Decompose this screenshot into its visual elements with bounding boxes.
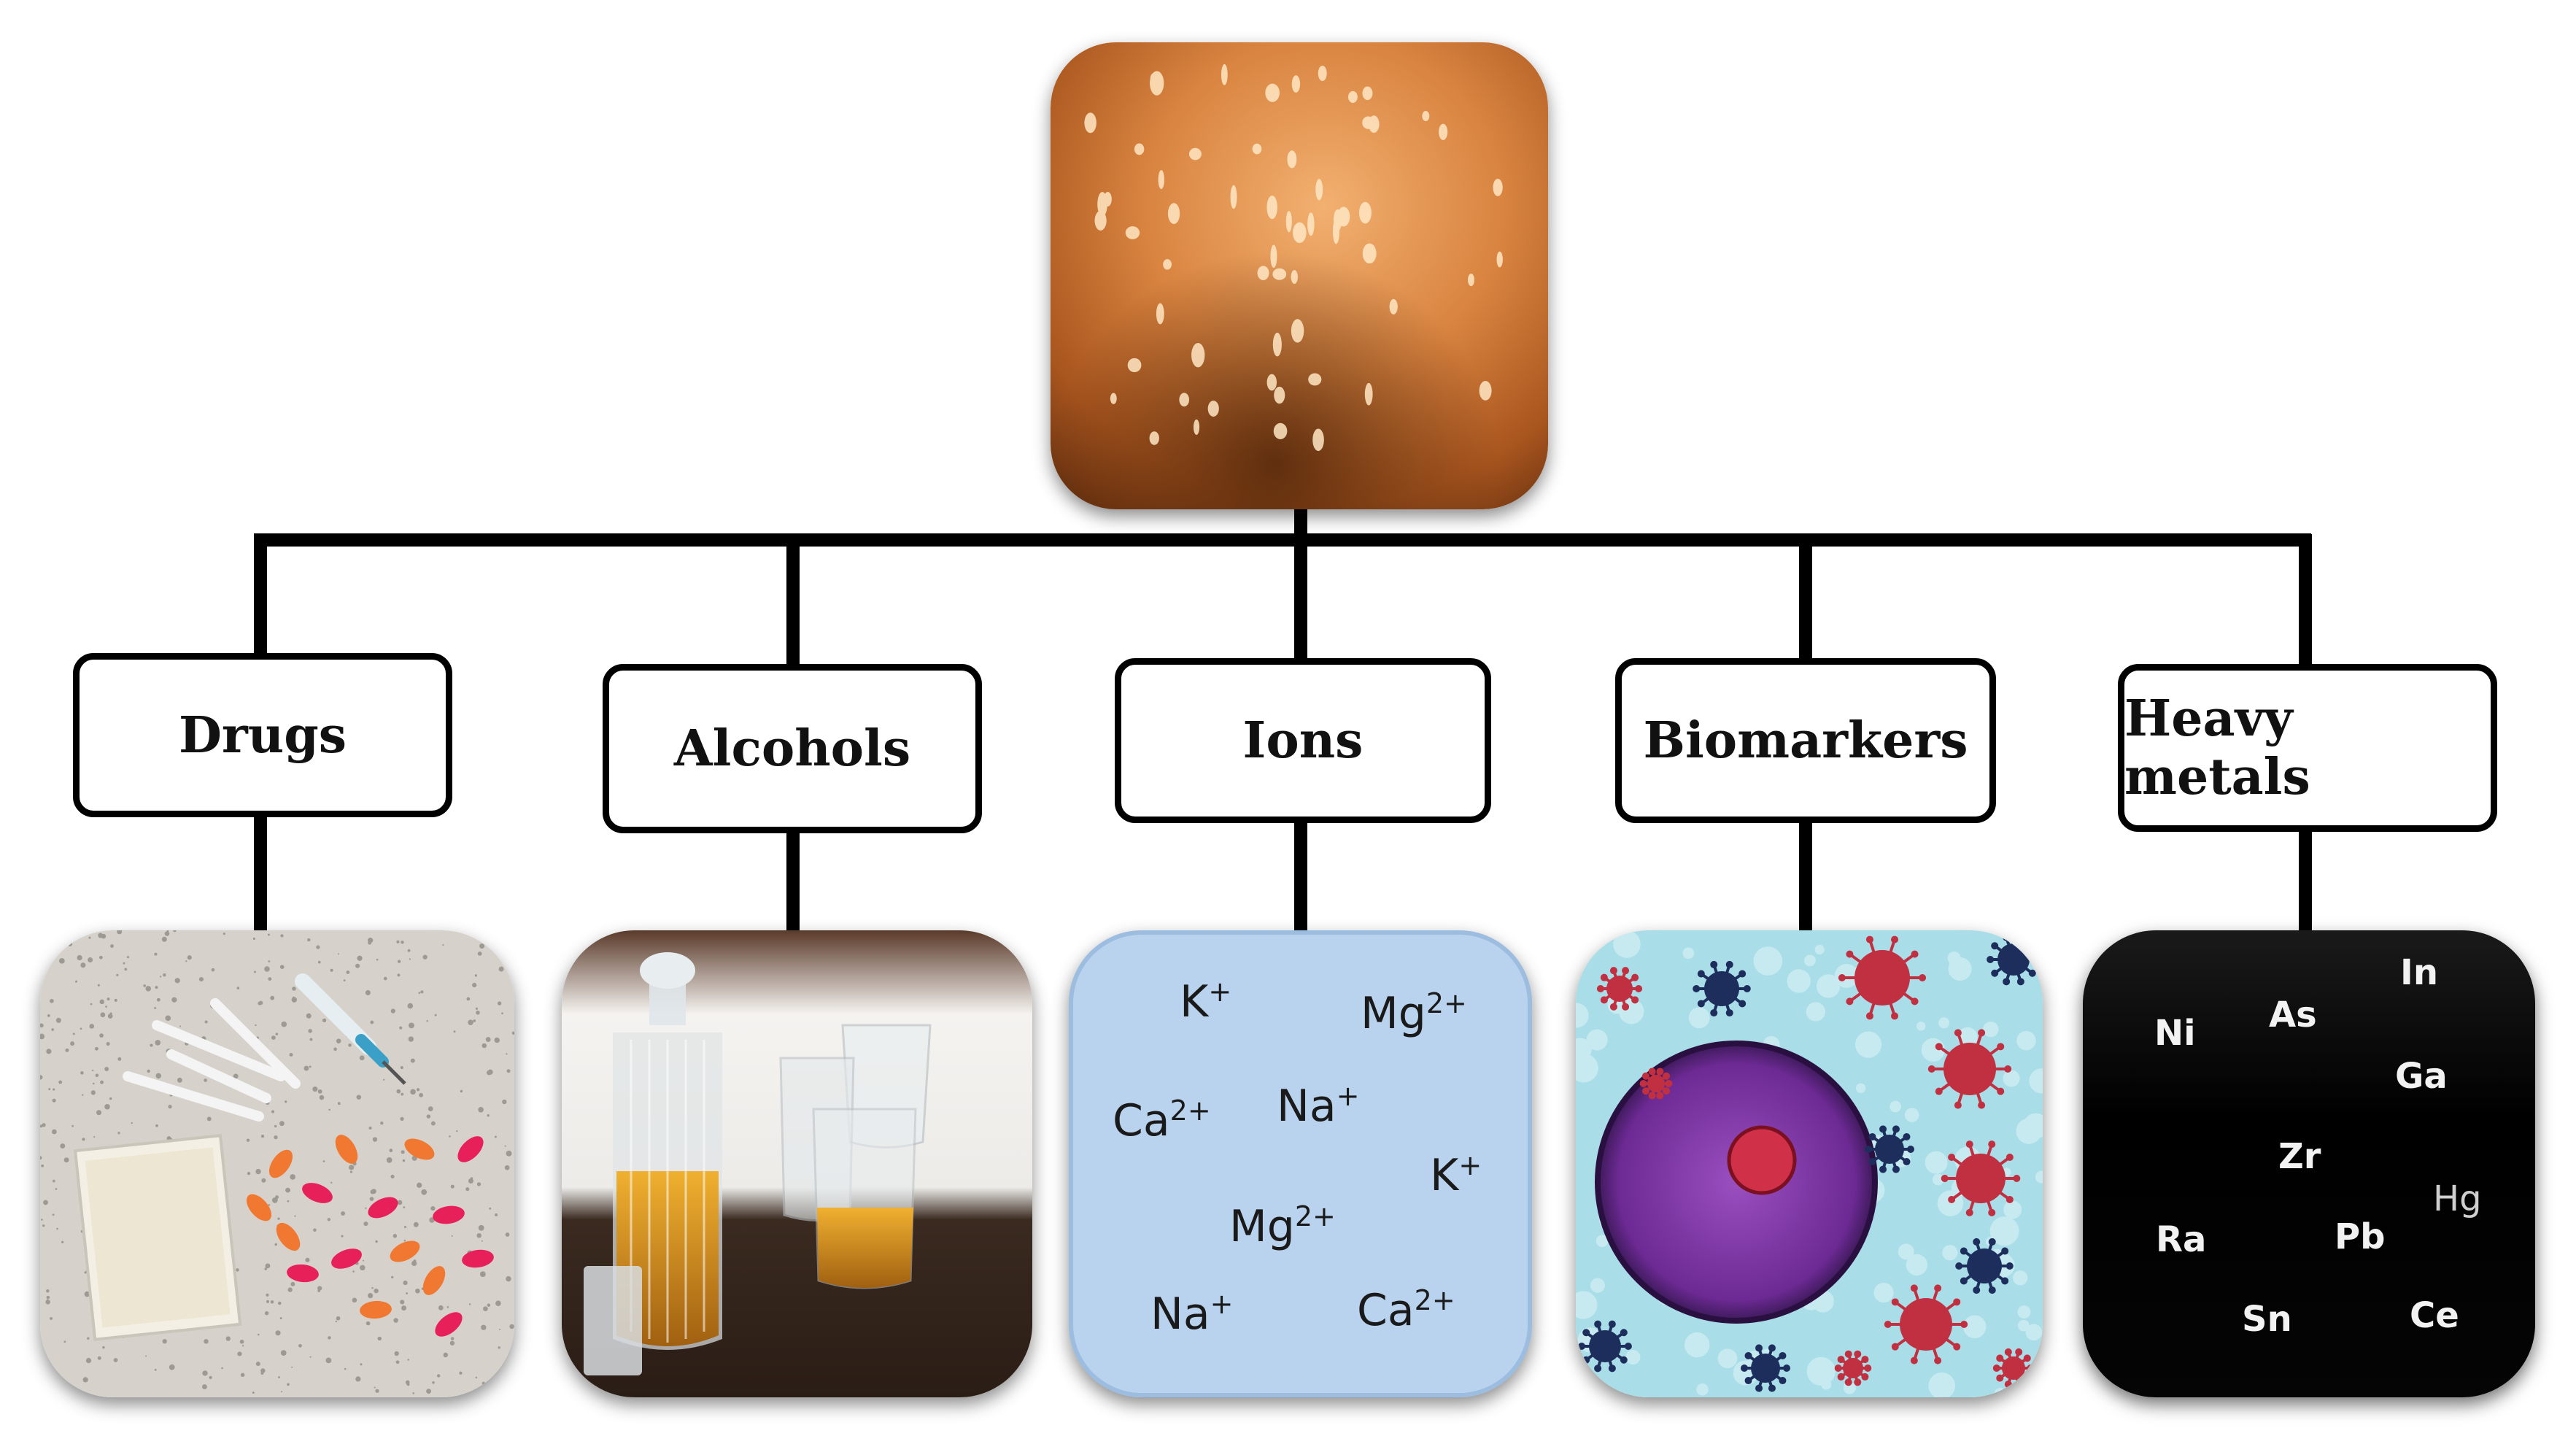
- metal-label: Pb: [2335, 1216, 2386, 1257]
- ion-label: K+: [1180, 976, 1232, 1027]
- ion-label: Na+: [1277, 1080, 1360, 1132]
- metal-label: Ra: [2156, 1219, 2207, 1260]
- ion-label: Na+: [1150, 1288, 1234, 1340]
- category-ions: Ions: [1115, 658, 1491, 823]
- ion-label: K+: [1430, 1149, 1482, 1201]
- category-label: Heavy metals: [2124, 690, 2310, 806]
- metal-label: Ni: [2154, 1013, 2196, 1054]
- ion-label: Mg2+: [1229, 1200, 1336, 1252]
- sweat-skin-image: [1051, 42, 1548, 509]
- metal-label: In: [2400, 952, 2439, 993]
- category-label: Ions: [1242, 711, 1364, 770]
- ion-label: Ca2+: [1113, 1095, 1211, 1146]
- ions-panel: K+ Mg2+ Ca2+ Na+ K+ Mg2+ Na+ Ca2+: [1069, 930, 1532, 1397]
- metal-label: As: [2269, 995, 2317, 1035]
- category-heavy-metals: Heavy metals: [2118, 664, 2497, 832]
- drugs-pills-photo: [40, 930, 514, 1397]
- category-biomarkers: Biomarkers: [1615, 658, 1996, 823]
- heavy-metals-panel: In Ni As Ga Zr Hg Ra Pb Sn Ce: [2083, 930, 2535, 1397]
- metal-label: Sn: [2242, 1299, 2292, 1340]
- metal-label: Ga: [2395, 1056, 2448, 1097]
- biomarkers-cell-illustration: [1576, 930, 2043, 1397]
- metal-label: Hg: [2433, 1178, 2482, 1219]
- metal-label: Zr: [2278, 1136, 2321, 1177]
- category-label: Alcohols: [673, 719, 911, 778]
- category-label: Drugs: [178, 706, 347, 765]
- alcohol-decanter-photo: [562, 930, 1032, 1397]
- metal-label: Ce: [2410, 1295, 2459, 1336]
- category-drugs: Drugs: [73, 653, 452, 817]
- ion-label: Ca2+: [1357, 1284, 1455, 1336]
- category-alcohols: Alcohols: [603, 664, 982, 833]
- category-label: Biomarkers: [1643, 711, 1968, 770]
- ion-label: Mg2+: [1361, 987, 1467, 1039]
